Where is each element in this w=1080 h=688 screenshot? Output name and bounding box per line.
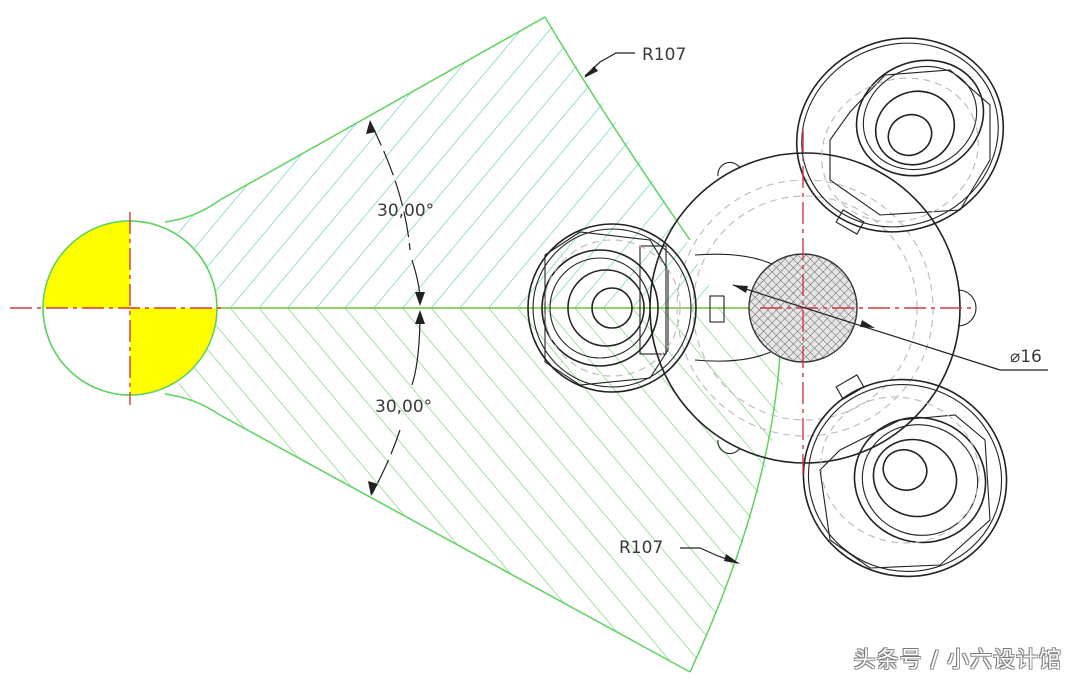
angle-dimension-lower: 30,00° <box>368 310 432 496</box>
angle-label-lower: 30,00° <box>375 397 432 417</box>
angle-dimension-upper: 30,00° <box>366 120 434 306</box>
radius-dimension-lower: R107 <box>619 538 740 564</box>
radius-label-lower: R107 <box>619 538 663 558</box>
lower-sector <box>164 308 785 673</box>
diameter-label: ⌀16 <box>1010 347 1042 367</box>
radius-label-upper: R107 <box>642 45 686 65</box>
radius-dimension-upper: R107 <box>584 45 686 78</box>
diameter-dimension: ⌀16 <box>732 284 1048 371</box>
angle-label-upper: 30,00° <box>377 201 434 221</box>
upper-sector <box>164 16 720 308</box>
rotating-nut-lower-right <box>802 374 1008 578</box>
center-lines <box>760 130 975 475</box>
watermark: 头条号 / 小六设计馆 <box>853 648 1062 673</box>
rotating-nut-upper-right <box>795 37 1005 235</box>
